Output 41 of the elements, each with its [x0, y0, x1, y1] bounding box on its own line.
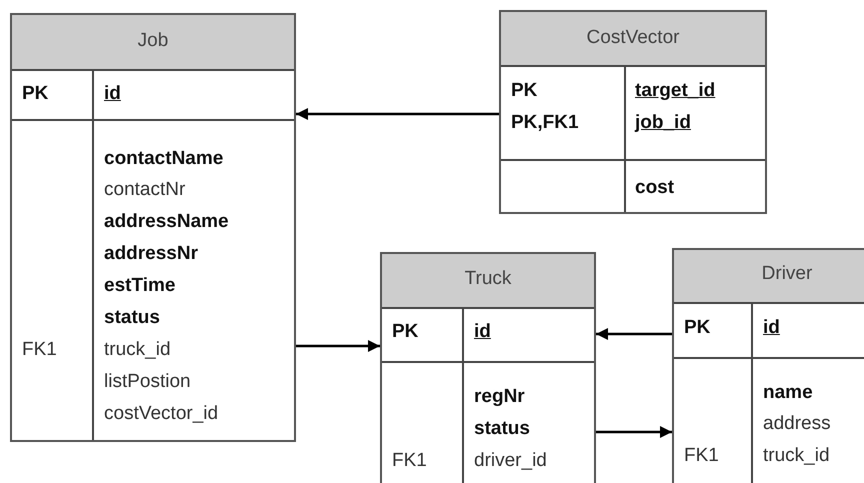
field-name: truck_id — [104, 339, 171, 361]
entity-table — [499, 10, 767, 214]
key-label: FK1 — [392, 450, 427, 472]
relationship-arrow — [596, 328, 672, 340]
field-name: status — [474, 418, 530, 440]
relationship-arrow — [296, 340, 380, 352]
key-label: PK — [22, 83, 48, 105]
key-label: PK — [511, 80, 538, 102]
key-label: PK — [392, 321, 418, 343]
entity-table — [380, 252, 596, 483]
table-title: CostVector — [586, 27, 680, 49]
entity-table — [10, 13, 296, 442]
key-label: PK — [684, 317, 710, 339]
key-field-name: id — [474, 321, 491, 343]
field-name: truck_id — [763, 445, 830, 467]
field-name: name — [763, 382, 813, 404]
field-name: cost — [635, 177, 674, 199]
key-label: FK1 — [684, 445, 719, 467]
field-name: contactNr — [104, 179, 186, 201]
field-name: address — [763, 413, 831, 435]
key-field-name: id — [763, 317, 780, 339]
table-title: Truck — [464, 268, 512, 290]
entity-table — [672, 248, 864, 483]
field-name: addressName — [104, 211, 229, 233]
relationship-arrow — [596, 426, 672, 438]
table-title: Job — [136, 30, 170, 52]
key-label: FK1 — [22, 339, 57, 361]
key-label: PK,FK1 — [511, 112, 579, 134]
field-name: addressNr — [104, 243, 198, 265]
field-name: regNr — [474, 386, 525, 408]
field-name: contactName — [104, 148, 224, 170]
field-name: listPostion — [104, 371, 191, 393]
key-field-name: id — [104, 83, 121, 105]
field-name: costVector_id — [104, 403, 218, 425]
key-field-name: job_id — [635, 112, 691, 134]
table-title: Driver — [760, 263, 814, 285]
field-name: estTime — [104, 275, 176, 297]
field-name: driver_id — [474, 450, 547, 472]
relationship-arrow — [296, 108, 499, 120]
key-field-name: target_id — [635, 80, 716, 102]
field-name: status — [104, 307, 160, 329]
